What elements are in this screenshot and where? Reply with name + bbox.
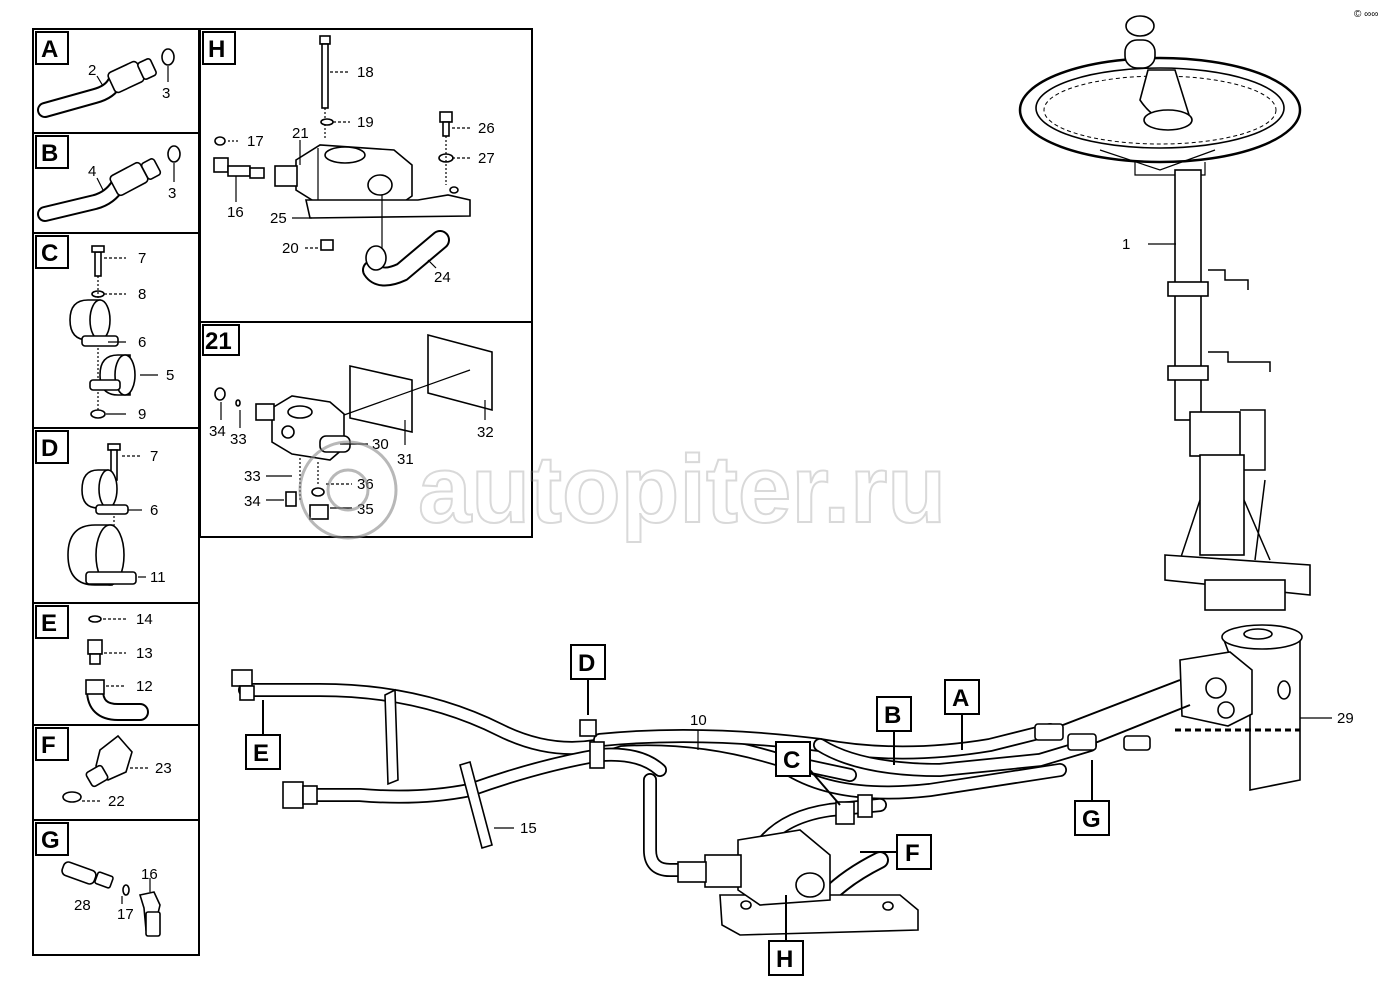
panel-d: D 7 6 11 [35, 430, 166, 586]
panel-e-label-12: 12 [136, 678, 153, 695]
panel-e-label-14: 14 [136, 611, 153, 628]
panel-d-key: D [41, 435, 58, 462]
watermark: autopiter.ru [298, 435, 947, 544]
corner-mark: © ∞∞ [1354, 9, 1378, 20]
panel-a-label-3: 3 [162, 85, 170, 102]
panel-g: G 16 28 17 [35, 822, 161, 937]
panel-21-label-32: 32 [477, 424, 494, 441]
panel-c-label-7: 7 [138, 250, 146, 267]
panel-f-label-22: 22 [108, 793, 125, 810]
panel-h: H [199, 28, 533, 323]
callout-f: F [860, 834, 932, 870]
steering-unit: 29 [1175, 624, 1354, 791]
panel-h-label-24: 24 [434, 269, 451, 286]
panel-e-key: E [41, 610, 57, 637]
callout-e-text: E [253, 740, 269, 767]
panel-h-key: H [208, 36, 225, 63]
panel-c-label-8: 8 [138, 286, 146, 303]
panel-c: C 7 8 6 5 9 [35, 235, 174, 423]
callout-c-text: C [783, 747, 800, 774]
callout-g: G [1074, 760, 1110, 836]
panel-d-label-6: 6 [150, 502, 158, 519]
panel-b-label-3: 3 [168, 185, 176, 202]
panel-h-label-27: 27 [478, 150, 495, 167]
panel-e-label-13: 13 [136, 645, 153, 662]
callout-h-text: H [776, 946, 793, 973]
panel-21-key: 21 [205, 328, 232, 355]
panel-a-key: A [41, 36, 58, 63]
main-label-29: 29 [1337, 710, 1354, 727]
callout-d: D [570, 644, 606, 715]
callout-a-text: A [952, 685, 969, 712]
panel-e: E 14 13 12 [35, 605, 153, 721]
callout-g-text: G [1082, 806, 1101, 833]
panel-d-label-11: 11 [150, 569, 166, 586]
callout-b: B [876, 696, 912, 765]
panel-b-key: B [41, 140, 58, 167]
panel-21-label-33a: 33 [230, 431, 247, 448]
panel-f-key: F [41, 732, 56, 759]
callout-h: H [768, 895, 804, 976]
panel-21-label-36: 36 [357, 476, 374, 493]
callout-e: E [245, 700, 281, 770]
panel-21: 21 34 33 30 31 32 33 36 34 [199, 321, 533, 538]
panel-h-label-26: 26 [478, 120, 495, 137]
steering-column: 1 [1018, 15, 1311, 611]
panel-b: B 4 3 [35, 135, 181, 222]
main-label-15: 15 [520, 820, 537, 837]
priority-valve [677, 794, 919, 936]
watermark-text: autopiter.ru [418, 436, 946, 543]
panel-b-label-4: 4 [88, 163, 96, 180]
panel-g-label-28: 28 [74, 897, 91, 914]
panel-h-label-16: 16 [227, 204, 244, 221]
main-label-1: 1 [1122, 236, 1130, 253]
panel-g-label-17: 17 [117, 906, 134, 923]
callout-b-text: B [884, 702, 901, 729]
panel-h-label-21: 21 [292, 125, 309, 142]
main-label-10: 10 [690, 712, 707, 729]
panel-21-label-31: 31 [397, 451, 414, 468]
panel-h-label-20: 20 [282, 240, 299, 257]
panel-h-label-18: 18 [357, 64, 374, 81]
panel-21-label-30: 30 [372, 436, 389, 453]
callout-a: A [944, 679, 980, 750]
panel-h-label-25: 25 [270, 210, 287, 227]
panel-21-label-33b: 33 [244, 468, 261, 485]
panel-21-label-34b: 34 [244, 493, 261, 510]
panel-c-label-6: 6 [138, 334, 146, 351]
callout-c: C [775, 741, 841, 806]
panel-c-label-5: 5 [166, 367, 174, 384]
panel-h-label-17: 17 [247, 133, 264, 150]
panel-d-label-7: 7 [150, 448, 158, 465]
panel-21-label-35: 35 [357, 501, 374, 518]
panel-c-key: C [41, 240, 58, 267]
callout-d-text: D [578, 650, 595, 677]
panel-h-label-19: 19 [357, 114, 374, 131]
panel-a: A 2 3 [35, 31, 175, 118]
panel-f-label-23: 23 [155, 760, 172, 777]
panel-c-label-9: 9 [138, 406, 146, 423]
panel-f: F 23 22 [35, 727, 172, 810]
callout-f-text: F [905, 840, 920, 867]
panel-21-label-34a: 34 [209, 423, 226, 440]
panel-g-label-16: 16 [141, 866, 158, 883]
panel-g-key: G [41, 827, 60, 854]
panel-a-label-2: 2 [88, 62, 96, 79]
